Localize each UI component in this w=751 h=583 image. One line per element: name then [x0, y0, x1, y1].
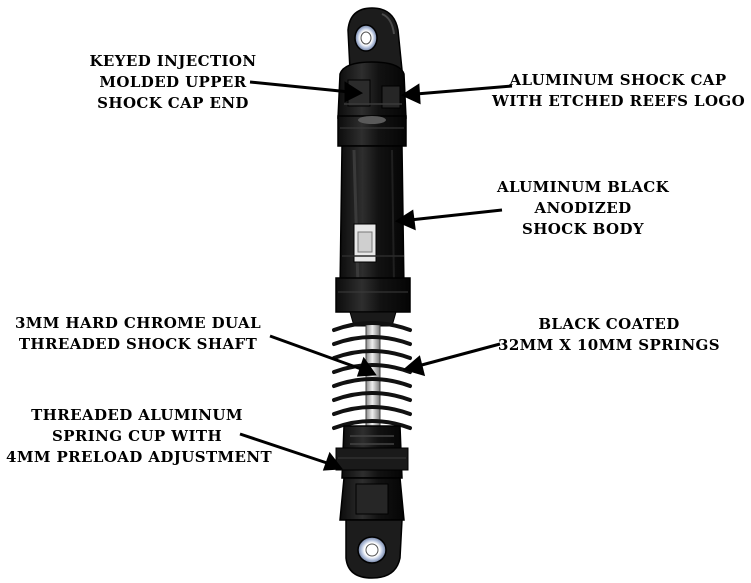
shock-body-tube: [339, 145, 405, 291]
callout-line: SHOCK CAP END: [97, 94, 249, 112]
callout-shock-shaft: 3MM HARD CHROME DUAL THREADED SHOCK SHAF…: [6, 313, 270, 355]
callout-arrows: [239, 80, 513, 471]
callout-line: SPRING CUP WITH: [51, 427, 223, 445]
callout-line: ALUMINUM SHOCK CAP: [509, 71, 727, 89]
arrow-spring-cup: [239, 432, 343, 471]
lower-end: [339, 477, 405, 521]
arrow-upper-end: [249, 80, 364, 103]
callout-line: SHOCK BODY: [521, 220, 644, 238]
arrow-shock-shaft: [269, 334, 377, 377]
callout-line: KEYED INJECTION: [89, 52, 257, 70]
lower-collar: [335, 277, 411, 327]
callout-upper-cap-end: KEYED INJECTION MOLDED UPPER SHOCK CAP E…: [60, 51, 286, 114]
callout-shock-cap: ALUMINUM SHOCK CAP WITH ETCHED REEFS LOG…: [492, 70, 746, 112]
spring-cup: [335, 425, 409, 479]
lower-eyelet: [345, 519, 403, 579]
callout-spring-cup: THREADED ALUMINUM SPRING CUP WITH 4MM PR…: [6, 405, 273, 468]
callout-springs: BLACK COATED 32MM X 10MM SPRINGS: [484, 314, 734, 356]
callout-line: MOLDED UPPER: [99, 73, 247, 91]
callout-line: 32MM X 10MM SPRINGS: [497, 336, 721, 354]
callout-line: THREADED SHOCK SHAFT: [18, 335, 258, 353]
callout-line: 3MM HARD CHROME DUAL: [14, 314, 262, 332]
callout-line: 4MM PRELOAD ADJUSTMENT: [6, 448, 273, 466]
callout-line: WITH ETCHED REEFS LOGO: [492, 92, 746, 110]
upper-eyelet: [347, 7, 403, 71]
callout-line: ANODIZED: [534, 199, 632, 217]
shock-cap: [337, 115, 407, 147]
callout-line: ALUMINUM BLACK: [496, 178, 670, 196]
spring-coils: [332, 321, 412, 430]
callout-line: BLACK COATED: [538, 315, 680, 333]
arrow-springs: [402, 342, 501, 377]
callout-shock-body: ALUMINUM BLACK ANODIZED SHOCK BODY: [488, 177, 678, 240]
arrow-shock-cap: [400, 83, 513, 105]
arrow-shock-body: [394, 208, 503, 231]
callout-line: THREADED ALUMINUM: [31, 406, 243, 424]
